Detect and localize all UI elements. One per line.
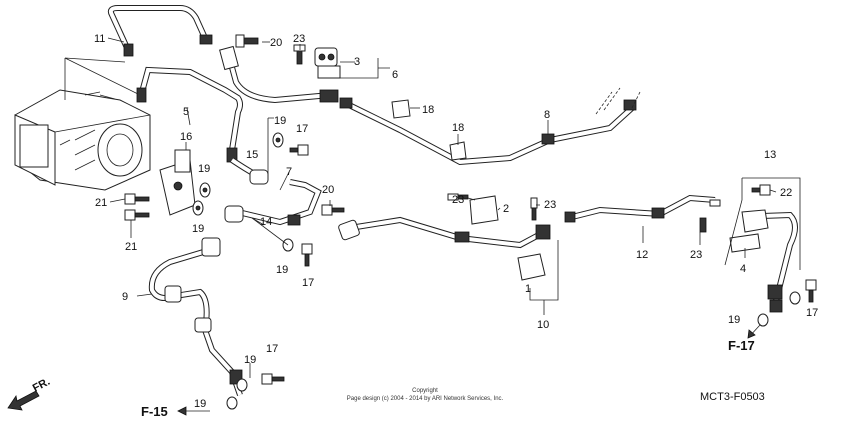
- callout-10: 10: [537, 319, 549, 331]
- callout-15: 15: [246, 149, 258, 161]
- callout-3: 3: [354, 56, 360, 68]
- bolt-23-upper: [293, 44, 306, 65]
- callout-19-mid: 19: [198, 163, 210, 175]
- callout-23-top: 23: [293, 33, 305, 45]
- bolt-23-mid: [447, 193, 469, 201]
- callout-20-mid: 20: [322, 184, 334, 196]
- callout-23-mid: 23: [452, 194, 464, 206]
- bolt-21-a: [124, 193, 150, 205]
- washer-19-bottom-b: [226, 396, 238, 410]
- callout-7: 7: [286, 166, 292, 178]
- callout-18-top: 18: [422, 104, 434, 116]
- small-parts: [124, 34, 817, 410]
- callout-19-bottom-a: 19: [244, 354, 256, 366]
- bolt-22: [751, 184, 771, 196]
- callout-22: 22: [780, 187, 792, 199]
- callout-13: 13: [764, 149, 776, 161]
- bolt-17-bottom: [261, 373, 285, 385]
- washer-19-upper: [272, 132, 284, 148]
- brake-hose-9: [148, 237, 243, 396]
- callout-17-right: 17: [806, 307, 818, 319]
- callout-6: 6: [392, 69, 398, 81]
- callout-19-right: 19: [728, 314, 740, 326]
- copyright-line2: Page design (c) 2004 - 2014 by ARI Netwo…: [347, 396, 504, 402]
- callout-21-a: 21: [95, 197, 107, 209]
- clamp-18-upper: [391, 99, 411, 119]
- callout-23-far: 23: [690, 249, 702, 261]
- callout-19-lowmid: 19: [276, 264, 288, 276]
- brake-pipe-5: [136, 66, 243, 163]
- callout-21-b: 21: [125, 241, 137, 253]
- ref-f17-label: F-17: [728, 338, 755, 353]
- brake-hose-6: [219, 45, 339, 104]
- callout-2: 2: [503, 203, 509, 215]
- bolt-17-lowmid: [301, 243, 313, 267]
- brake-pipe-7: [224, 179, 322, 226]
- bolt-21-b: [124, 209, 150, 221]
- ref-f15-label: F-15: [141, 404, 168, 419]
- callout-19-left: 19: [192, 223, 204, 235]
- abs-modulator: [14, 57, 151, 191]
- callout-20-top: 20: [270, 37, 282, 49]
- copyright-line1: Copyright: [412, 388, 438, 394]
- brake-pipe-12: [564, 194, 716, 223]
- callout-16: 16: [180, 131, 192, 143]
- callout-1: 1: [525, 283, 531, 295]
- callout-19-bottom-b: 19: [194, 398, 206, 410]
- callout-14: 14: [260, 216, 272, 228]
- callout-17-mid: 17: [302, 277, 314, 289]
- direction-arrow: FR.: [7, 376, 52, 411]
- diagram-code: MCT3-F0503: [700, 391, 765, 403]
- bolt-17-upper: [289, 144, 309, 156]
- clamp-3: [314, 47, 341, 79]
- brake-pipe-11: [107, 5, 213, 57]
- callout-18-mid: 18: [452, 122, 464, 134]
- callout-12: 12: [636, 249, 648, 261]
- reference-f15: F-15: [141, 404, 210, 419]
- callout-11: 11: [94, 33, 105, 45]
- bolt-20-upper: [235, 34, 259, 48]
- three-way-joint-16: [159, 149, 196, 216]
- callout-23-right: 23: [544, 199, 556, 211]
- callout-8: 8: [544, 109, 550, 121]
- bolt-20-lower: [321, 204, 345, 216]
- callouts: 11 20 23 3 6 5 18 8 16 19 17 15 18 7 20 …: [94, 33, 818, 410]
- callout-4: 4: [740, 263, 746, 275]
- brake-hose-15: [230, 157, 269, 185]
- washer-19-left: [192, 200, 204, 216]
- callout-17-top: 17: [296, 123, 308, 135]
- brake-hose-13: [729, 209, 798, 313]
- reference-f17: F-17: [728, 324, 761, 353]
- callout-9: 9: [122, 291, 128, 303]
- washer-19-farright: [789, 291, 801, 305]
- clamp-18-lower: [449, 141, 467, 161]
- washer-19-mid: [199, 182, 211, 198]
- washer-19-bottom-a: [236, 378, 248, 392]
- callout-19-top: 19: [274, 115, 286, 127]
- leader-lines: [107, 37, 801, 378]
- brake-hose-10: [338, 216, 551, 281]
- direction-label: FR.: [31, 376, 52, 395]
- bolt-23-far: [699, 199, 721, 233]
- copyright: Copyright Page design (c) 2004 - 2014 by…: [347, 388, 504, 402]
- joint-2: [469, 195, 499, 225]
- bolt-17-right: [805, 279, 817, 303]
- callout-5: 5: [183, 106, 189, 118]
- brake-pipe-8: [339, 87, 641, 166]
- washer-19-right: [757, 313, 769, 327]
- callout-17-bottom: 17: [266, 343, 278, 355]
- bolt-23-right: [530, 197, 538, 221]
